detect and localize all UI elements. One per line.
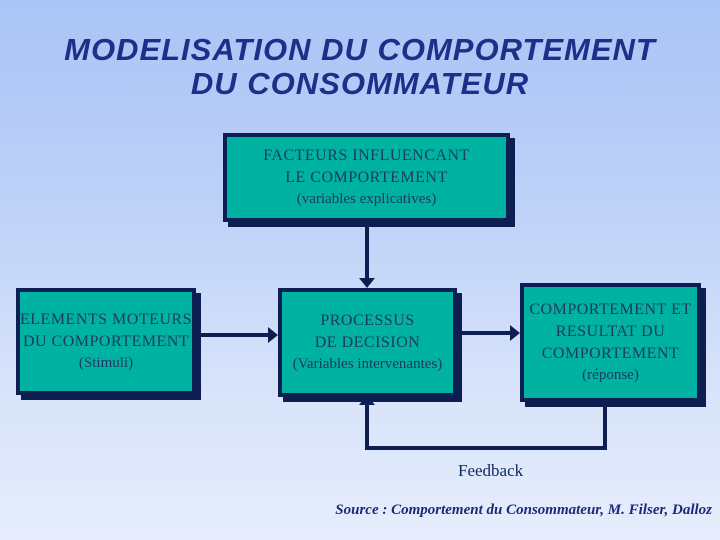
feedback-line-up bbox=[365, 404, 369, 450]
arrow-up-icon bbox=[359, 395, 375, 405]
box-response-line-3: COMPORTEMENT bbox=[541, 345, 680, 362]
source-citation: Source : Comportement du Consommateur, M… bbox=[335, 502, 712, 518]
box-process-line-2: DE DECISION bbox=[314, 334, 421, 351]
box-facteurs-line-1: FACTEURS INFLUENCANT bbox=[263, 147, 470, 164]
box-facteurs-line-2: LE COMPORTEMENT bbox=[285, 169, 448, 186]
box-facteurs-note: (variables explicatives) bbox=[296, 191, 437, 207]
box-stimuli-line-1: ELEMENTS MOTEURS bbox=[20, 311, 192, 328]
box-response-note: (réponse) bbox=[582, 367, 639, 383]
arrow-stimuli-to-process-line bbox=[196, 333, 270, 337]
box-process-line-1: PROCESSUS bbox=[320, 312, 415, 329]
box-elements-moteurs: ELEMENTS MOTEURS DU COMPORTEMENT (Stimul… bbox=[16, 288, 196, 395]
box-response-line-1: COMPORTEMENT ET bbox=[529, 301, 692, 318]
box-processus-decision: PROCESSUS DE DECISION (Variables interve… bbox=[278, 288, 457, 397]
arrow-process-to-response-line bbox=[457, 331, 512, 335]
title-line-1: MODELISATION DU COMPORTEMENT bbox=[64, 32, 656, 67]
box-comportement-resultat: COMPORTEMENT ET RESULTAT DU COMPORTEMENT… bbox=[520, 283, 701, 402]
feedback-line-horizontal bbox=[365, 446, 607, 450]
box-process-note: (Variables intervenantes) bbox=[292, 356, 443, 372]
box-stimuli-note: (Stimuli) bbox=[78, 355, 134, 371]
arrow-factors-to-process-line bbox=[365, 222, 369, 279]
arrow-right-icon bbox=[510, 325, 520, 341]
box-response-line-2: RESULTAT DU bbox=[555, 323, 666, 340]
arrow-down-icon bbox=[359, 278, 375, 288]
feedback-line-down bbox=[603, 402, 607, 448]
page-title: MODELISATION DU COMPORTEMENT DU CONSOMMA… bbox=[0, 33, 720, 101]
feedback-label: Feedback bbox=[458, 461, 524, 480]
box-stimuli-line-2: DU COMPORTEMENT bbox=[22, 333, 190, 350]
title-line-2: DU CONSOMMATEUR bbox=[190, 66, 530, 101]
arrow-right-icon bbox=[268, 327, 278, 343]
box-facteurs-influencant: FACTEURS INFLUENCANT LE COMPORTEMENT (va… bbox=[223, 133, 510, 222]
